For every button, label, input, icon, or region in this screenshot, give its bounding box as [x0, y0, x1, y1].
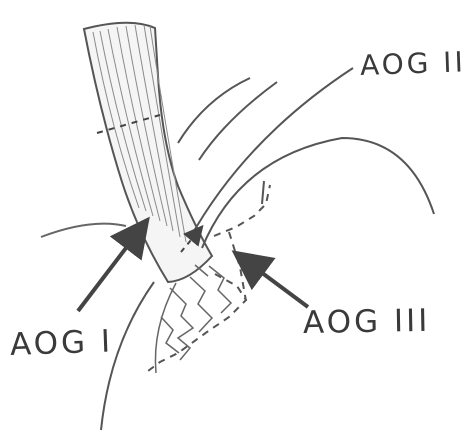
aog-iii-arrow [238, 255, 308, 307]
upper-right-contour [199, 82, 277, 160]
inner-lower-outline [155, 283, 176, 373]
aog-i-label: AOG I [9, 326, 113, 361]
aog-iii-label: AOG III [303, 306, 431, 339]
right-curved-structure [202, 138, 434, 248]
aog-ii-label: AOG II [360, 48, 462, 80]
aog-ii-pointer [190, 68, 353, 238]
aog-i-arrow [78, 223, 145, 311]
left-side-outline [41, 224, 126, 237]
upper-banded-structure [84, 23, 212, 282]
upper-left-contour [178, 78, 250, 143]
